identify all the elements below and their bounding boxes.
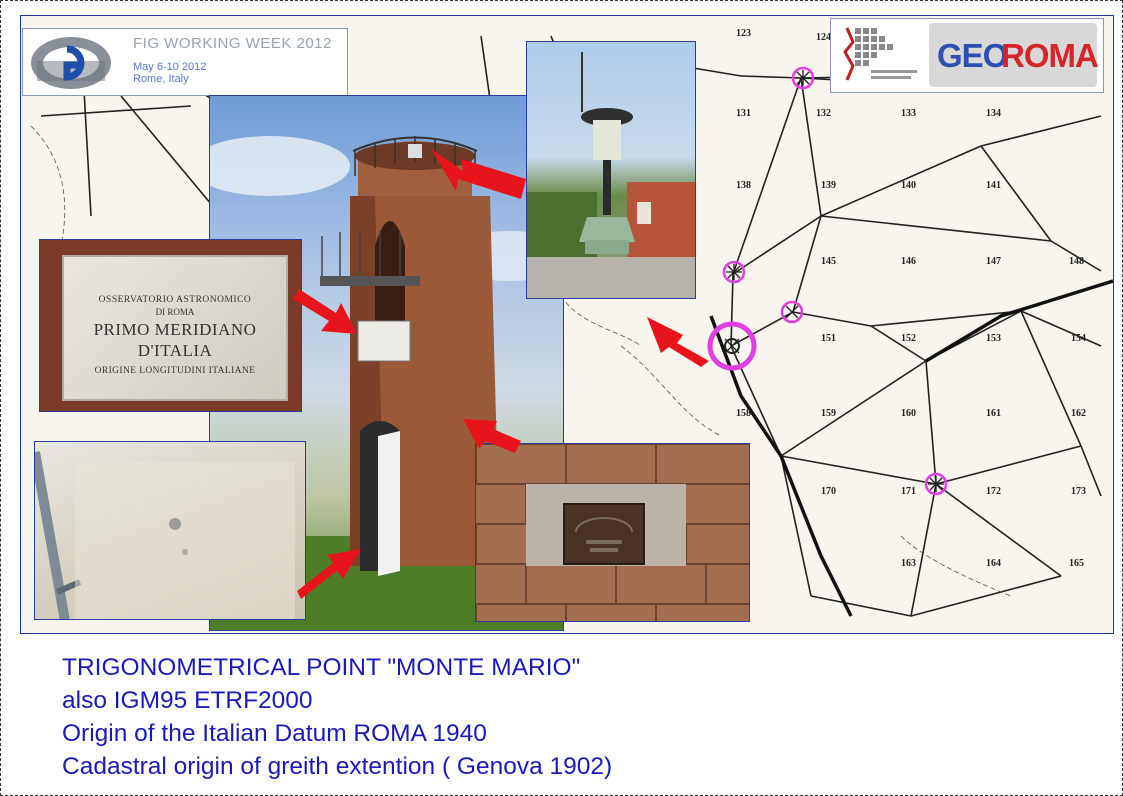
geometri-council-logo-icon: [843, 27, 917, 81]
map-number: 160: [901, 408, 916, 419]
primo-meridiano-plaque-photo: OSSERVATORIO ASTRONOMICO DI ROMA PRIMO M…: [39, 239, 302, 412]
map-number: 147: [986, 256, 1001, 267]
trig-point-markers: [707, 66, 948, 496]
benchmark-marker-illustration: [35, 451, 295, 619]
fig-working-week-logo: FIG WORKING WEEK 2012 May 6-10 2012 Rome…: [22, 28, 348, 96]
map-number: 131: [736, 108, 751, 119]
map-number: 148: [1069, 256, 1084, 267]
map-number: 161: [986, 408, 1001, 419]
map-number: 138: [736, 180, 751, 191]
map-number: 141: [986, 180, 1001, 191]
plaque-line-2: DI ROMA: [155, 307, 195, 317]
map-number: 146: [901, 256, 916, 267]
map-number: 163: [901, 558, 916, 569]
georoma-name-part2: ROMA: [1001, 37, 1099, 74]
gps-receiver-photo: [526, 41, 696, 299]
georoma-wordmark-bg: GEO ROMA: [929, 23, 1099, 87]
map-number: 139: [821, 180, 836, 191]
map-number: 173: [1071, 486, 1086, 497]
georoma-name-part1: GEO: [937, 37, 1008, 74]
bronze-benchmark-photo: [475, 443, 750, 622]
map-number: 153: [986, 333, 1001, 344]
gps-antenna-illustration: [527, 52, 695, 298]
map-number: 151: [821, 333, 836, 344]
station-symbols: [724, 70, 944, 492]
caption-line-1: TRIGONOMETRICAL POINT "MONTE MARIO": [62, 654, 581, 681]
map-number: 158: [736, 408, 751, 419]
colosseum-logo-icon: [31, 37, 111, 89]
map-number: 124: [816, 32, 831, 43]
map-number: 132: [816, 108, 831, 119]
plaque-line-1: OSSERVATORIO ASTRONOMICO: [98, 295, 252, 305]
map-number: 172: [986, 486, 1001, 497]
fig-title: FIG WORKING WEEK 2012: [133, 35, 332, 52]
caption-line-3: Origin of the Italian Datum ROMA 1940: [62, 720, 487, 747]
map-number: 140: [901, 180, 916, 191]
floor-benchmark-photo: [34, 441, 306, 620]
map-number: 133: [901, 108, 916, 119]
plaque-line-3: PRIMO MERIDIANO: [93, 320, 257, 339]
map-number: 145: [821, 256, 836, 267]
georoma-logo: GEO ROMA: [830, 18, 1104, 93]
caption-line-4: Cadastral origin of greith extention ( G…: [62, 753, 613, 780]
plaque-line-5: ORIGINE LONGITUDINI ITALIANE: [94, 366, 256, 376]
triangulation-network: 123 124 131 132 133 134 138 139 140 141 …: [30, 28, 1113, 617]
map-number: 159: [821, 408, 836, 419]
map-number: 164: [986, 558, 1001, 569]
caption-line-2: also IGM95 ETRF2000: [62, 687, 313, 714]
brick-wall-illustration: [476, 444, 749, 621]
map-number: 134: [986, 108, 1001, 119]
fig-place: Rome, Italy: [133, 73, 189, 85]
plaque-line-4: D'ITALIA: [137, 341, 213, 360]
map-number: 152: [901, 333, 916, 344]
map-number: 170: [821, 486, 836, 497]
map-number: 171: [901, 486, 916, 497]
fig-dates: May 6-10 2012: [133, 61, 207, 73]
map-number: 162: [1071, 408, 1086, 419]
map-number: 154: [1071, 333, 1086, 344]
map-number: 165: [1069, 558, 1084, 569]
map-number: 123: [736, 28, 751, 39]
plaque-stone: OSSERVATORIO ASTRONOMICO DI ROMA PRIMO M…: [62, 255, 288, 401]
